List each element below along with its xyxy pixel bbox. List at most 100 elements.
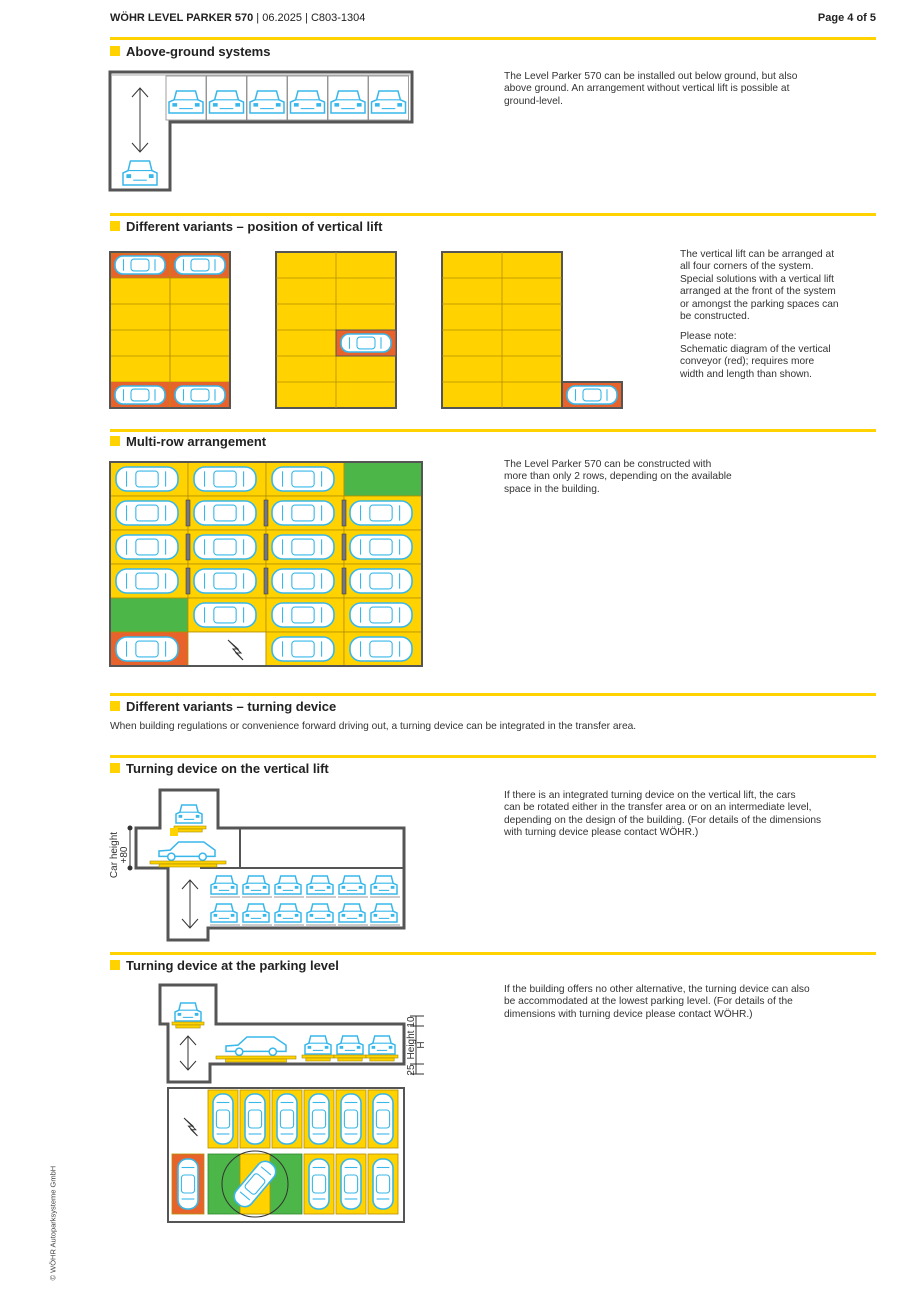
car-front-icon <box>249 90 285 114</box>
car-icon <box>271 636 335 662</box>
turning-text: When building regulations or convenience… <box>110 721 637 732</box>
car-icon <box>244 1093 266 1145</box>
platform <box>301 1054 335 1062</box>
platform <box>171 1021 205 1029</box>
car-icon <box>271 466 335 492</box>
car-front-icon <box>208 90 245 114</box>
car-front-icon <box>274 875 302 895</box>
dim-label-10: 10 <box>406 1016 417 1028</box>
product-name: WÖHR LEVEL PARKER 570 <box>110 12 254 24</box>
car-icon <box>340 1158 362 1210</box>
car-icon <box>308 1158 330 1210</box>
section-title-above-ground: Above-ground systems <box>110 44 270 59</box>
bullet-square-icon <box>110 960 120 970</box>
car-icon <box>349 534 413 560</box>
car-icon <box>349 568 413 594</box>
divider <box>110 213 876 216</box>
dim-label-h: H <box>416 1041 427 1048</box>
car-icon <box>174 255 226 275</box>
car-icon <box>271 534 335 560</box>
divider <box>110 37 876 40</box>
turning-circle <box>221 1150 289 1218</box>
car-icon <box>308 1093 330 1145</box>
car-icon <box>349 602 413 628</box>
marker <box>170 828 178 836</box>
car-side-icon <box>225 1036 287 1057</box>
car-icon <box>174 385 226 405</box>
car-icon <box>193 602 257 628</box>
building-section-level <box>158 983 406 1084</box>
car-icon <box>271 568 335 594</box>
section-title-turning-lift: Turning device on the vertical lift <box>110 761 329 776</box>
car-icon <box>114 385 166 405</box>
multi-row-text: The Level Parker 570 can be constructed … <box>504 459 732 495</box>
car-icon <box>115 466 179 492</box>
car-icon <box>115 534 179 560</box>
car-front-icon <box>306 875 334 895</box>
turning-level-text: If the building offers no other alternat… <box>504 984 810 1020</box>
car-front-icon <box>122 160 158 186</box>
bullet-square-icon <box>110 701 120 711</box>
car-front-icon <box>306 903 334 923</box>
car-front-icon <box>336 1035 364 1055</box>
car-icon <box>115 568 179 594</box>
car-front-icon <box>289 90 326 114</box>
column-pillar <box>185 567 191 595</box>
car-front-icon <box>338 903 366 923</box>
car-icon <box>271 602 335 628</box>
car-icon <box>271 500 335 526</box>
car-icon <box>349 500 413 526</box>
section-title-multi-row: Multi-row arrangement <box>110 434 266 449</box>
bullet-square-icon <box>110 221 120 231</box>
car-front-icon <box>370 875 398 895</box>
car-front-icon <box>242 875 270 895</box>
bullet-square-icon <box>110 763 120 773</box>
parking-bay <box>343 461 423 497</box>
parking-bay <box>109 597 189 633</box>
platform <box>333 1054 367 1062</box>
car-icon <box>115 500 179 526</box>
column-pillar <box>341 499 347 527</box>
variant-border <box>109 251 231 409</box>
car-icon <box>193 568 257 594</box>
divider <box>110 693 876 696</box>
turntable-platform <box>149 860 227 868</box>
section-title-turning: Different variants – turning device <box>110 699 336 714</box>
car-icon <box>193 534 257 560</box>
car-icon <box>233 1160 277 1208</box>
car-front-icon <box>338 875 366 895</box>
variant-front-lift-grid <box>441 251 563 409</box>
car-front-icon <box>210 875 238 895</box>
car-front-icon <box>174 1002 202 1022</box>
column-pillar <box>263 499 269 527</box>
dim-label-car-height: Car height <box>109 832 120 878</box>
dim-dot <box>127 865 133 871</box>
car-icon <box>114 255 166 275</box>
column-pillar <box>341 533 347 561</box>
car-icon <box>372 1093 394 1145</box>
header-code: C803-1304 <box>310 12 366 24</box>
bullet-square-icon <box>110 436 120 446</box>
parking-bay <box>187 631 267 667</box>
building-outline <box>108 70 414 192</box>
car-icon <box>566 385 618 405</box>
turntable-platform <box>215 1055 297 1063</box>
car-icon <box>193 500 257 526</box>
car-icon <box>212 1093 234 1145</box>
column-pillar <box>263 567 269 595</box>
header-date: 06.2025 <box>262 12 302 24</box>
lift-arrow-icon <box>179 1035 197 1071</box>
car-front-icon <box>330 90 366 114</box>
car-front-icon <box>210 903 238 923</box>
column-pillar <box>185 533 191 561</box>
lightning-icon <box>183 1117 198 1137</box>
car-front-icon <box>370 90 407 114</box>
car-front-icon <box>175 804 203 824</box>
lift-arrow-icon <box>131 87 149 153</box>
car-front-icon <box>370 903 398 923</box>
car-side-icon <box>158 841 216 862</box>
car-front-icon <box>274 903 302 923</box>
section-title-variants-lift: Different variants – position of vertica… <box>110 219 382 234</box>
